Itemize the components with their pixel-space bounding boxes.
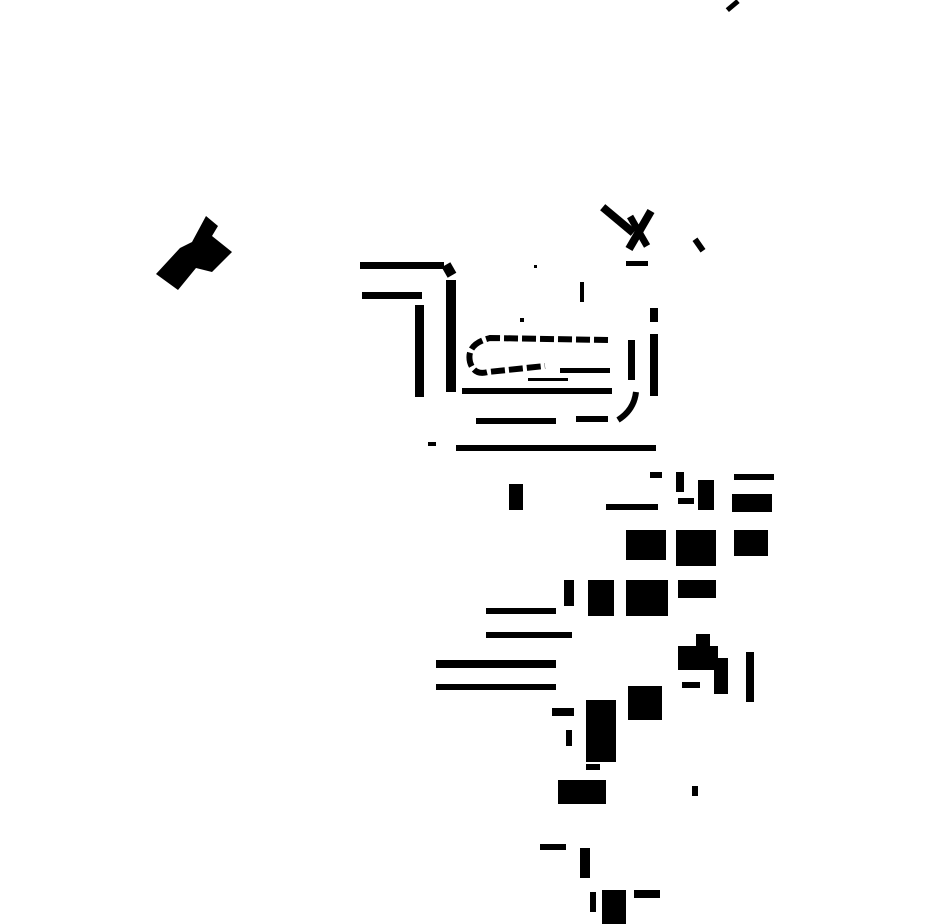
building (746, 652, 754, 702)
building (534, 265, 537, 268)
building (678, 580, 716, 598)
building-footprints (156, 0, 774, 924)
building (476, 418, 556, 424)
building (446, 280, 456, 392)
building (626, 261, 648, 266)
building (462, 388, 612, 394)
building (676, 472, 684, 492)
building (560, 368, 610, 373)
building (441, 262, 457, 278)
building (486, 632, 572, 638)
building (558, 780, 606, 804)
building (456, 445, 656, 451)
building (552, 708, 574, 716)
building (486, 608, 556, 614)
building (696, 634, 710, 646)
building (650, 308, 658, 322)
building (436, 684, 556, 690)
building (602, 890, 626, 924)
building (725, 0, 740, 13)
building (682, 682, 700, 688)
building (692, 786, 698, 796)
building (616, 391, 639, 423)
building (732, 494, 772, 512)
building (734, 474, 774, 480)
building (692, 237, 706, 253)
building (714, 658, 728, 694)
building (415, 305, 424, 397)
building (626, 530, 666, 560)
building (628, 340, 635, 380)
building (156, 216, 232, 290)
building (678, 498, 694, 504)
building (606, 504, 658, 510)
building (626, 580, 668, 616)
building (650, 334, 658, 396)
building (628, 686, 662, 720)
building (586, 764, 600, 770)
building (650, 472, 662, 478)
building (576, 416, 608, 422)
building (698, 480, 714, 510)
building (627, 214, 651, 248)
building (734, 530, 768, 556)
building (678, 646, 718, 670)
building (428, 442, 436, 446)
building (466, 334, 609, 376)
building (509, 484, 523, 510)
building (588, 580, 614, 616)
building (580, 282, 584, 302)
building (634, 890, 660, 898)
building (590, 892, 596, 912)
building (528, 378, 568, 381)
building (362, 292, 422, 299)
building (564, 580, 574, 606)
building (586, 700, 616, 762)
building (600, 204, 636, 236)
building (676, 530, 716, 566)
building (540, 844, 566, 850)
building (520, 318, 524, 322)
building (436, 660, 556, 668)
building (580, 848, 590, 878)
building (360, 262, 444, 269)
building (566, 730, 572, 746)
